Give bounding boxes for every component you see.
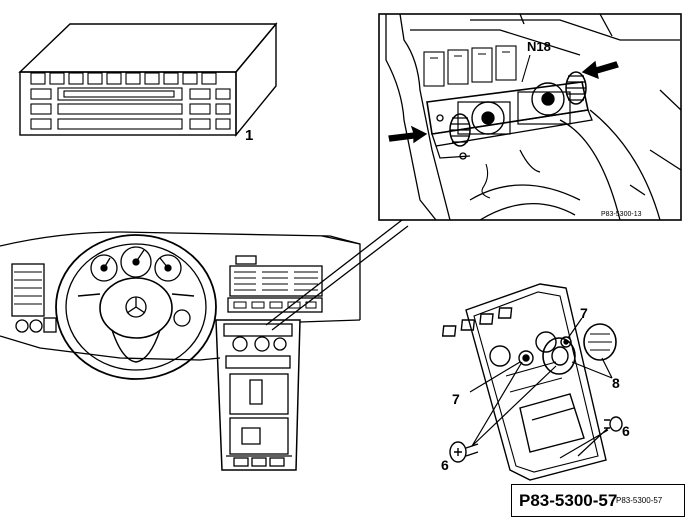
console-panel	[441, 283, 623, 481]
label-knob: 8	[612, 375, 620, 391]
figure-code-small: P83-5300-57	[616, 496, 663, 505]
radio-unit	[18, 22, 278, 137]
callout-line	[265, 219, 409, 331]
inset-detail	[385, 14, 681, 220]
label-screw-front: 6	[441, 457, 449, 473]
inset-code: P83-5300-13	[601, 211, 642, 218]
label-screw-right: 6	[622, 423, 630, 439]
figure-reference-box: P83-5300-57 P83-5300-57	[511, 484, 685, 517]
figure-code: P83-5300-57	[519, 491, 618, 510]
label-screw-upper: 7	[580, 305, 588, 321]
label-radio-unit: 1	[245, 127, 253, 144]
label-screw-left: 7	[452, 391, 460, 407]
dashboard	[0, 231, 361, 471]
label-control-unit: N18	[527, 39, 551, 54]
